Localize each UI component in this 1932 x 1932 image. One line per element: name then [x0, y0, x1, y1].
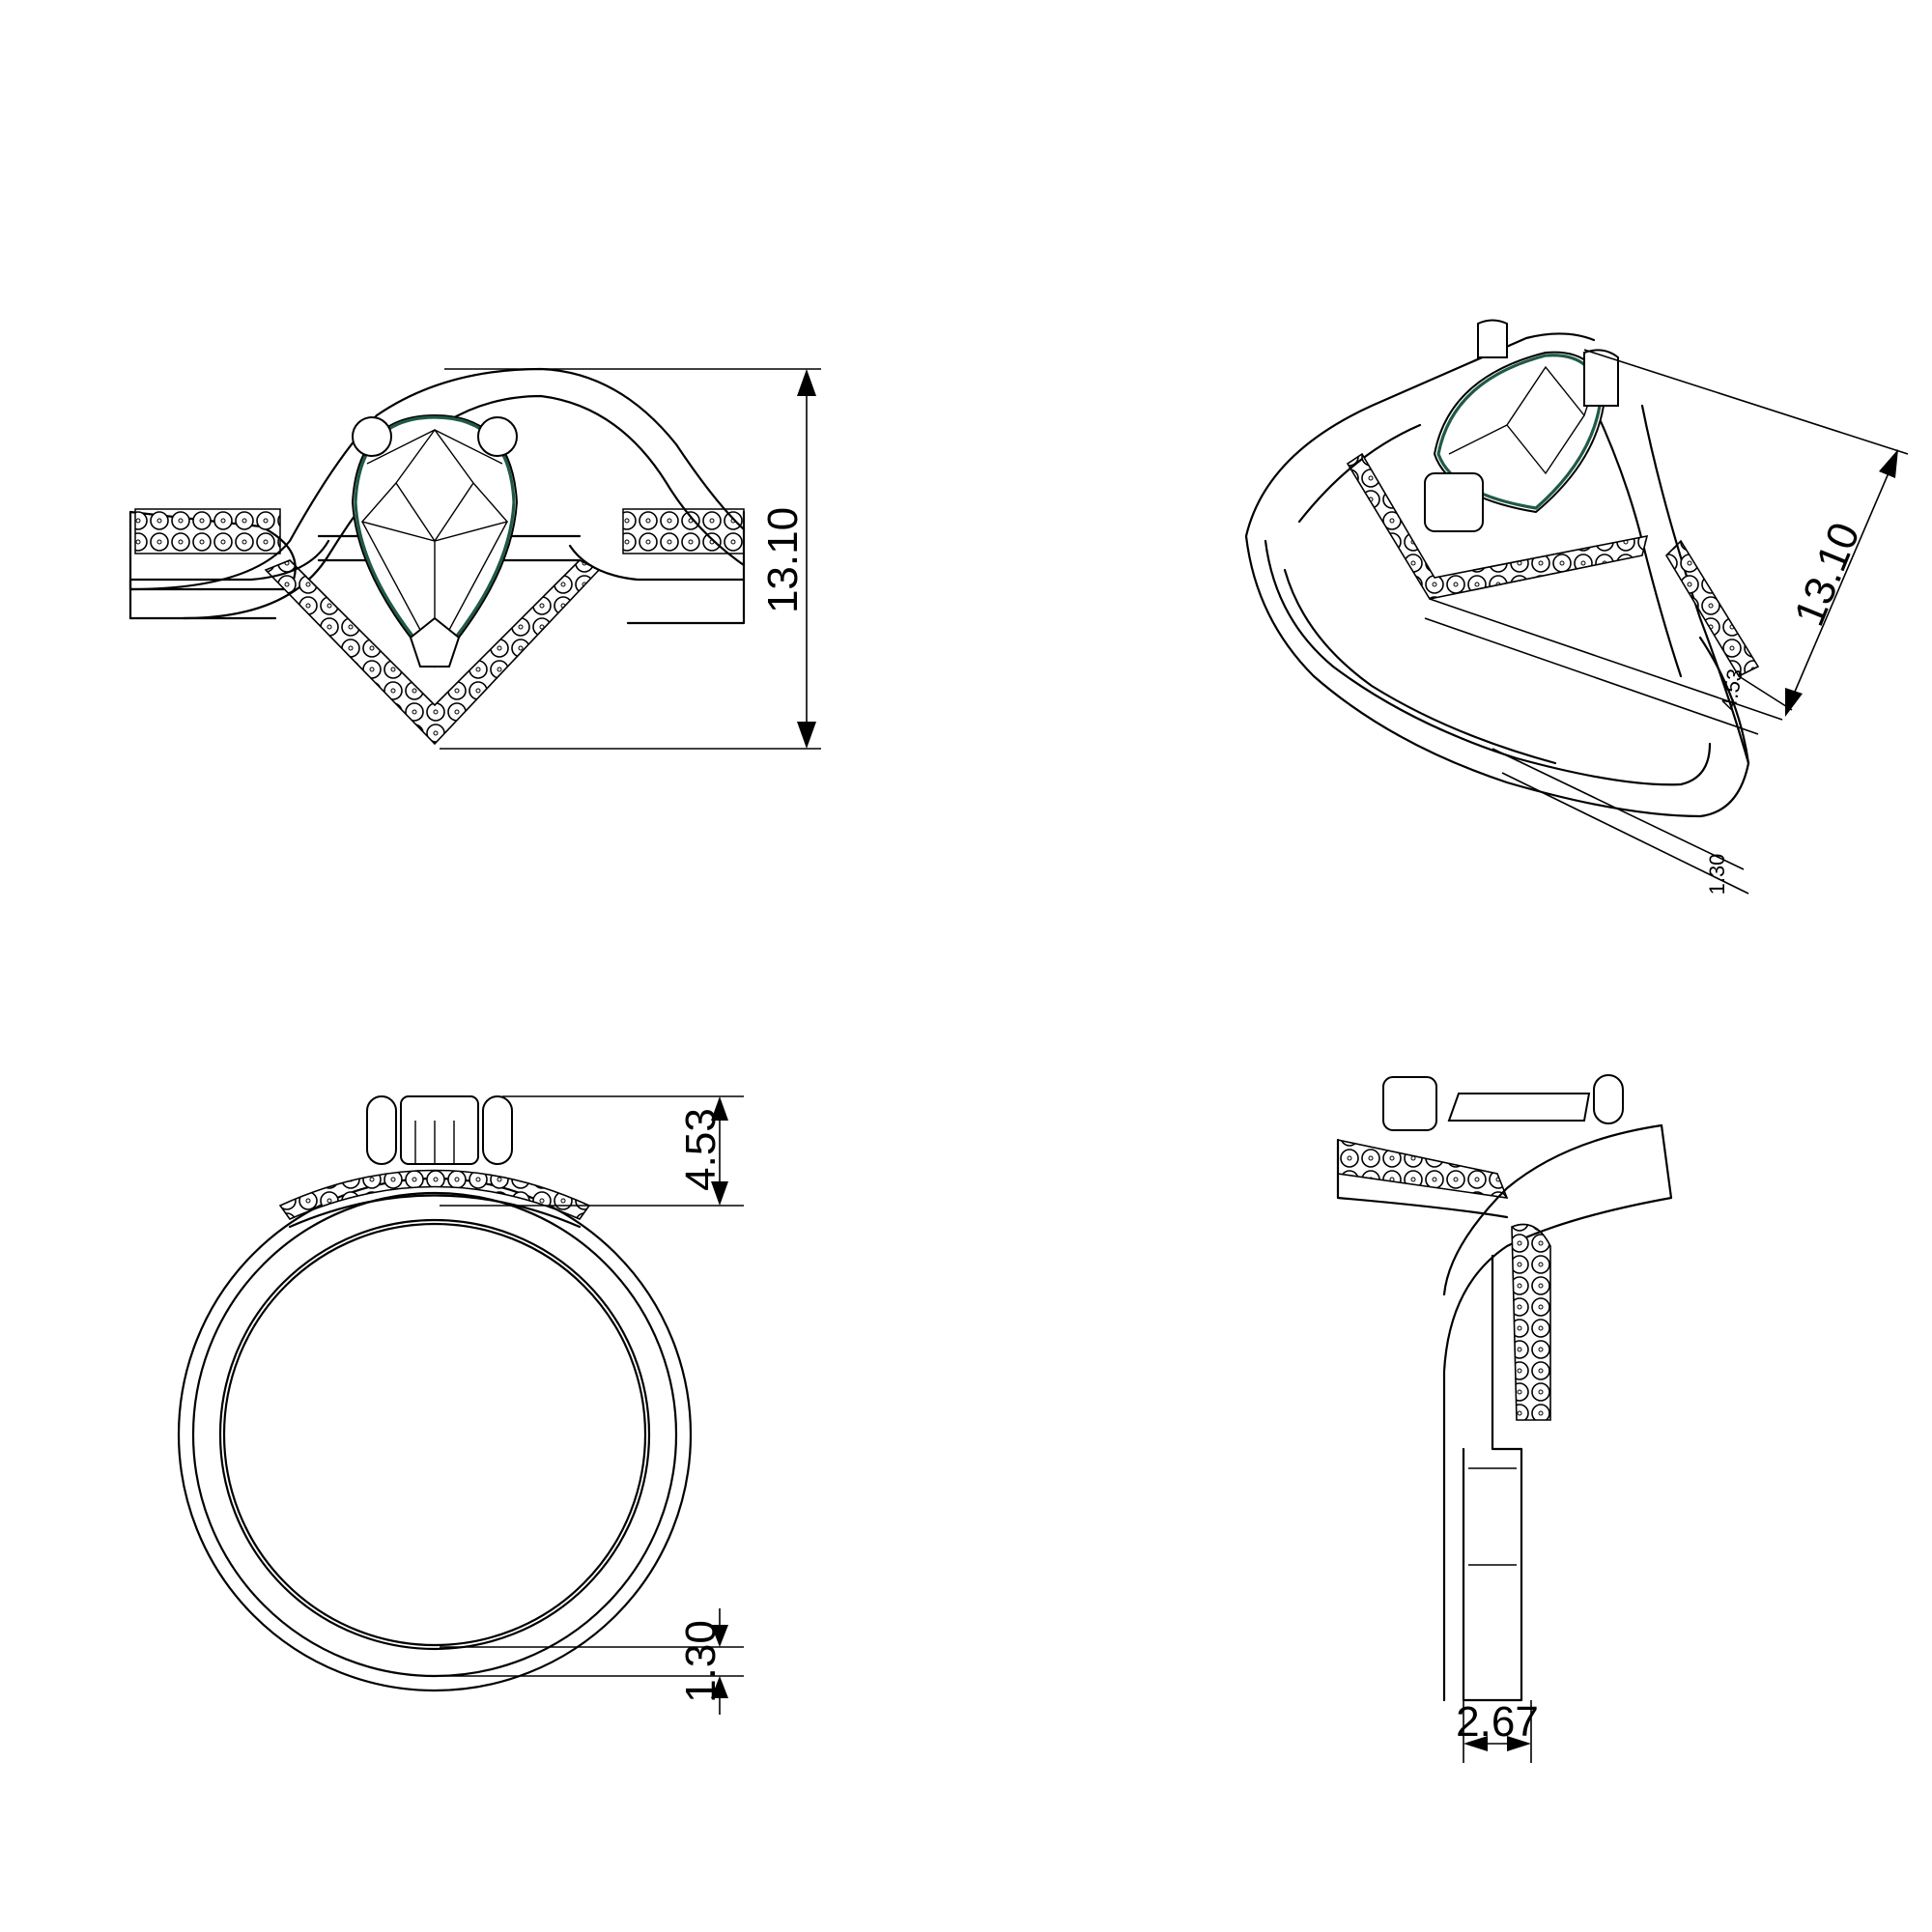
upper-band — [128, 367, 746, 591]
end-view-inner-ring — [218, 1218, 651, 1651]
side-width-dimension: 2.67 — [1456, 1698, 1539, 1763]
front-view: 13.10 — [128, 367, 821, 750]
side-width-label: 2.67 — [1456, 1698, 1539, 1746]
side-profile-view: 2.67 — [1336, 1074, 1673, 1763]
prong-right — [477, 416, 518, 457]
end-view-band-label: 1.30 — [677, 1620, 724, 1703]
left-shank-pave — [128, 508, 330, 620]
perspective-prong-front — [1424, 472, 1484, 532]
end-view-head — [400, 1095, 479, 1165]
end-view-head-label: 4.53 — [677, 1108, 724, 1191]
v-halo-pave — [264, 559, 601, 746]
end-view-band-dimension: 1.30 — [440, 1608, 744, 1715]
right-shank-pave — [568, 508, 746, 625]
end-view: 4.53 1.30 — [177, 1095, 744, 1715]
side-head — [1382, 1076, 1437, 1131]
perspective-band-dimension: 1.30 — [1492, 748, 1749, 895]
end-view-head-dimension: 4.53 — [440, 1095, 744, 1207]
front-height-dimension: 13.10 — [440, 368, 821, 750]
prong-bottom — [409, 616, 461, 668]
front-height-label: 13.10 — [759, 507, 807, 613]
perspective-band-label: 1.30 — [1705, 854, 1729, 895]
end-view-outer-ring — [177, 1177, 693, 1692]
prong-left — [352, 416, 392, 457]
perspective-view: 13.10 4.53 1.30 — [1244, 319, 1909, 895]
perspective-height-label: 13.10 — [1785, 516, 1869, 632]
